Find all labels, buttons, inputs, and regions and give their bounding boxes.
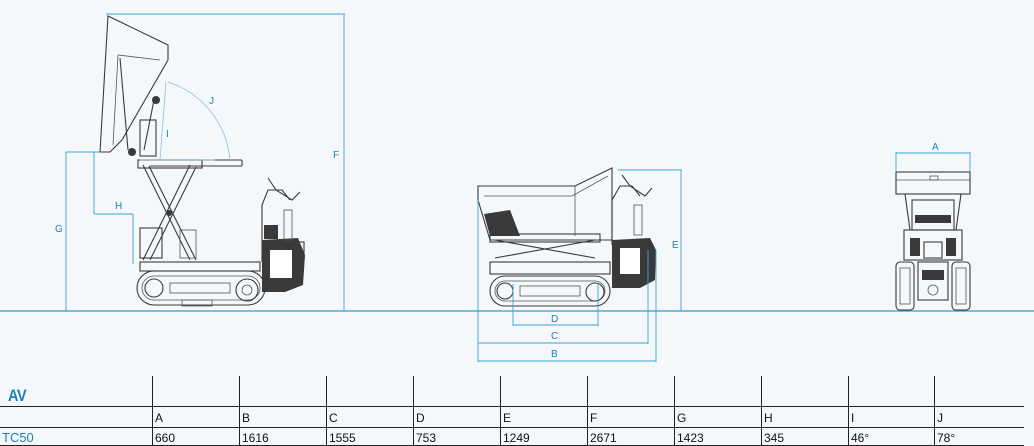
side-view-raised	[99, 15, 305, 307]
header-g: G	[677, 411, 687, 425]
model-name: TC50	[2, 430, 34, 445]
value-g: 1423	[677, 431, 704, 445]
dimension-diagram: F G H I J	[0, 13, 1034, 362]
value-h: 345	[764, 431, 785, 445]
dims-raised: F G H I J	[55, 13, 345, 311]
table-col-divider	[413, 376, 414, 446]
table-col-divider	[239, 376, 240, 446]
header-i: I	[851, 411, 855, 425]
dim-label-b: B	[551, 349, 558, 360]
dim-label-a: A	[932, 142, 939, 153]
table-rule-middle	[0, 427, 1024, 428]
table-col-divider	[587, 376, 588, 446]
header-c: C	[329, 411, 338, 425]
table-col-divider	[674, 376, 675, 446]
spec-table: AV A B C D E F G H I J TC50 660 1616 155…	[0, 376, 1034, 446]
value-i: 46°	[851, 431, 870, 445]
value-b: 1616	[242, 431, 269, 445]
table-col-divider	[500, 376, 501, 446]
header-f: F	[590, 411, 598, 425]
table-col-divider	[152, 376, 153, 446]
header-d: D	[416, 411, 425, 425]
dim-label-e: E	[672, 240, 679, 251]
dim-label-h: H	[115, 201, 122, 212]
series-title: AV	[8, 386, 27, 405]
value-f: 2671	[590, 431, 617, 445]
value-c: 1555	[329, 431, 356, 445]
dims-transport: E D C B	[477, 169, 682, 362]
dims-front: A	[895, 142, 971, 172]
table-col-divider	[934, 376, 935, 446]
table-col-divider	[326, 376, 327, 446]
value-e: 1249	[503, 431, 530, 445]
dim-label-i: I	[166, 129, 169, 140]
value-a: 660	[155, 431, 176, 445]
header-b: B	[242, 411, 251, 425]
header-a: A	[155, 411, 164, 425]
dim-label-j: J	[209, 96, 214, 107]
value-j: 78°	[937, 431, 956, 445]
table-rule-top	[0, 406, 1024, 407]
dim-label-g: G	[55, 224, 63, 235]
dim-label-c: C	[551, 331, 558, 342]
header-j: J	[937, 411, 943, 425]
dim-label-d: D	[551, 314, 558, 325]
header-e: E	[503, 411, 512, 425]
side-view-transport	[477, 167, 656, 307]
dim-label-f: F	[333, 150, 339, 161]
header-h: H	[764, 411, 773, 425]
front-view	[895, 171, 971, 311]
table-col-divider	[848, 376, 849, 446]
table-col-divider	[761, 376, 762, 446]
value-d: 753	[416, 431, 437, 445]
